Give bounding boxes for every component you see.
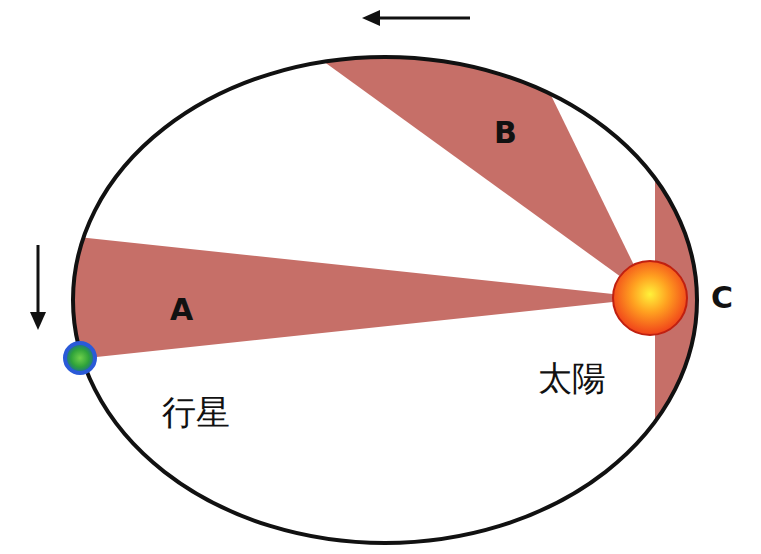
orbit-ellipse	[73, 57, 697, 543]
area-letter: B	[494, 118, 517, 148]
sector-b	[294, 40, 650, 298]
sector-a	[40, 233, 650, 363]
area-letter: A	[170, 295, 193, 325]
area-letter: C	[711, 283, 733, 313]
planet	[65, 343, 95, 373]
motion-arrow-top	[362, 10, 470, 26]
planet-label: 行星	[162, 395, 230, 429]
sun	[613, 261, 687, 335]
sun-label: 太陽	[538, 361, 606, 395]
motion-arrow-left	[30, 245, 46, 330]
